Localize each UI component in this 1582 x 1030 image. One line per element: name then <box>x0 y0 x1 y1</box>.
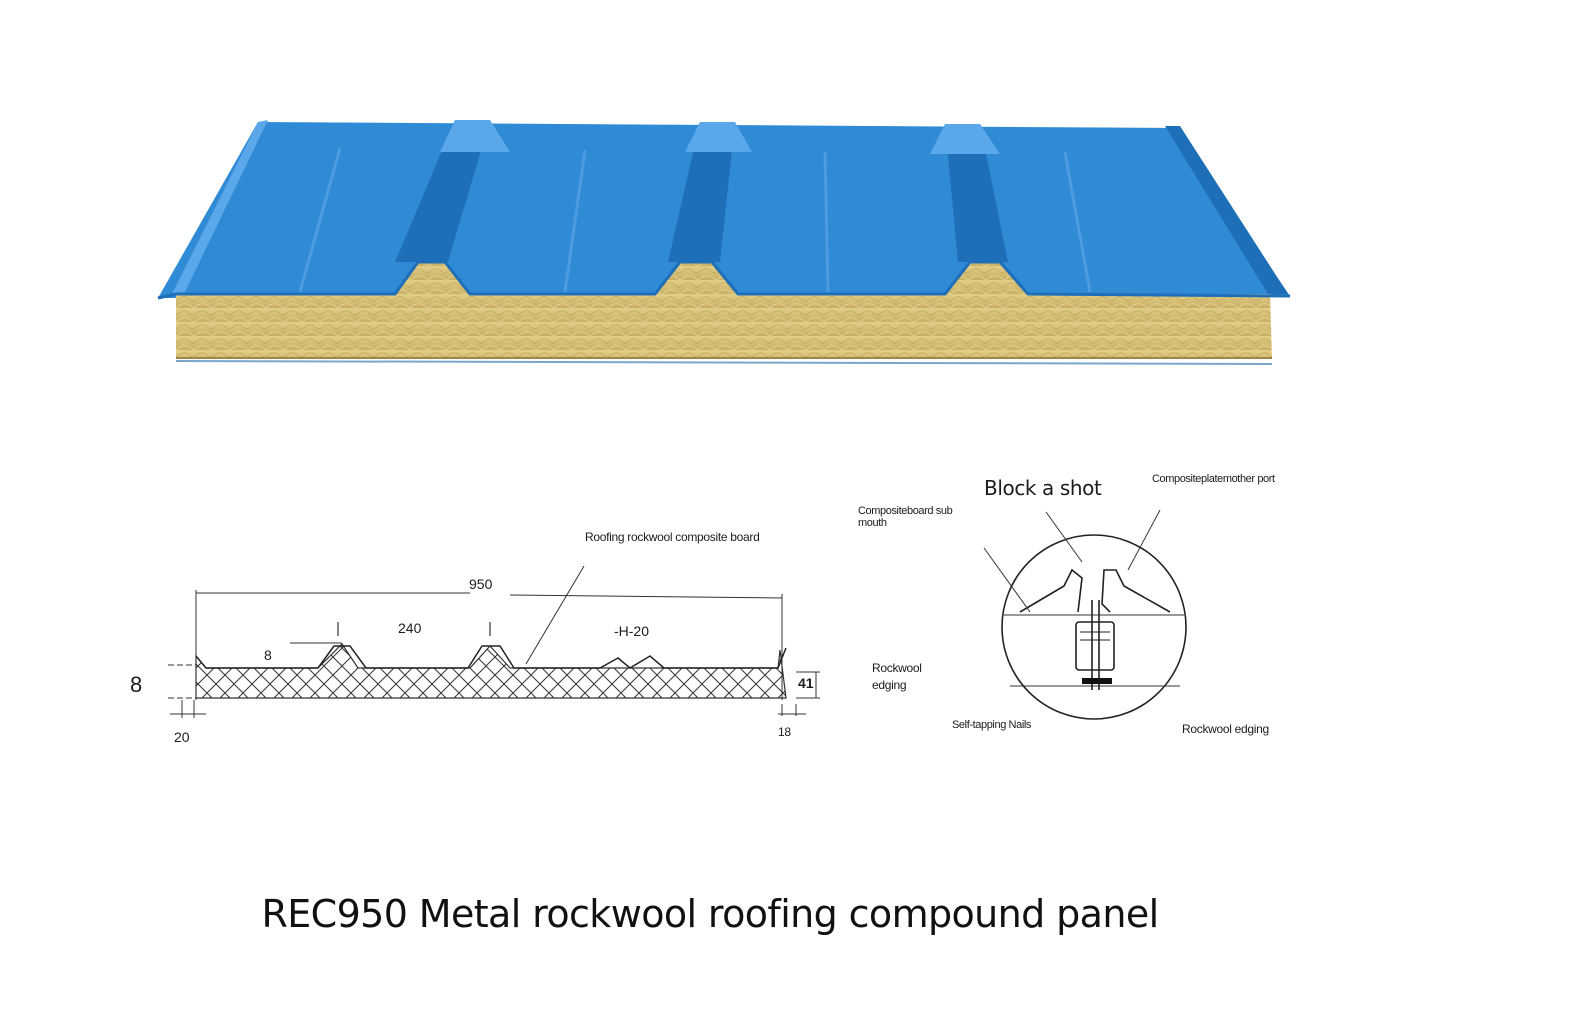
mother-port-label: Compositeplatemother port <box>1152 473 1275 485</box>
block-a-shot-label: Block a shot <box>984 476 1102 500</box>
rib-shadow <box>945 124 1008 262</box>
dim-left-8 <box>168 664 196 699</box>
rib-shadow <box>395 120 490 262</box>
pan-ridge <box>563 149 587 293</box>
mother-port-profile <box>1101 569 1171 613</box>
board-leader-line <box>525 565 585 665</box>
rockwool-edging-left-label: Rockwool edging <box>872 661 922 692</box>
steel-front-edge <box>157 260 1291 300</box>
detail-circle <box>1001 534 1187 720</box>
pan-ridge <box>1063 151 1092 293</box>
self-tapping-nails-label: Self-tapping Nails <box>952 719 1032 731</box>
rib-highlight <box>440 120 510 152</box>
dim-20-label: 20 <box>174 729 190 745</box>
steel-top-sheet <box>158 120 1290 298</box>
dim-950 <box>195 590 783 700</box>
dim-41-label: 41 <box>798 675 814 691</box>
profile-top-sheet <box>195 645 787 669</box>
dim-240-label: 240 <box>398 620 422 636</box>
figure-caption: REC950 Metal rockwool roofing compound p… <box>261 892 1159 936</box>
pan-ridge <box>298 147 342 293</box>
dim-8-left-label: 8 <box>130 672 143 697</box>
rib-shadow <box>172 120 268 294</box>
sub-mouth-label: Compositeboard sub mouth <box>858 505 953 529</box>
dim-h20-label: -H-20 <box>614 623 650 639</box>
dim-left-20 <box>170 700 206 718</box>
pan-ridge <box>823 151 830 293</box>
rib-shadow <box>1165 126 1288 294</box>
dim-950-label: 950 <box>469 576 493 592</box>
rockwool-core <box>175 262 1273 365</box>
self-tapping-nail <box>1075 600 1115 690</box>
leader-sub-mouth <box>983 547 1031 613</box>
leader-block-a-shot <box>1045 511 1083 563</box>
rib-shadow <box>668 122 735 262</box>
rib-highlight <box>930 124 1000 154</box>
dim-18-label: 18 <box>778 725 791 739</box>
detail-panels <box>1004 568 1184 687</box>
rib-highlight <box>685 122 752 152</box>
dim-right-41 <box>796 671 820 699</box>
dim-right-18 <box>778 704 806 716</box>
board-leader-label: Roofing rockwool composite board <box>585 530 760 544</box>
bottom-sheet-edge <box>175 360 1273 365</box>
dim-8-small-label: 8 <box>264 647 272 663</box>
leader-mother-port <box>1127 509 1161 571</box>
rockwool-edging-right-label: Rockwool edging <box>1182 722 1269 736</box>
rockwool-front-face <box>176 262 1272 358</box>
sub-mouth-profile <box>1019 568 1083 613</box>
